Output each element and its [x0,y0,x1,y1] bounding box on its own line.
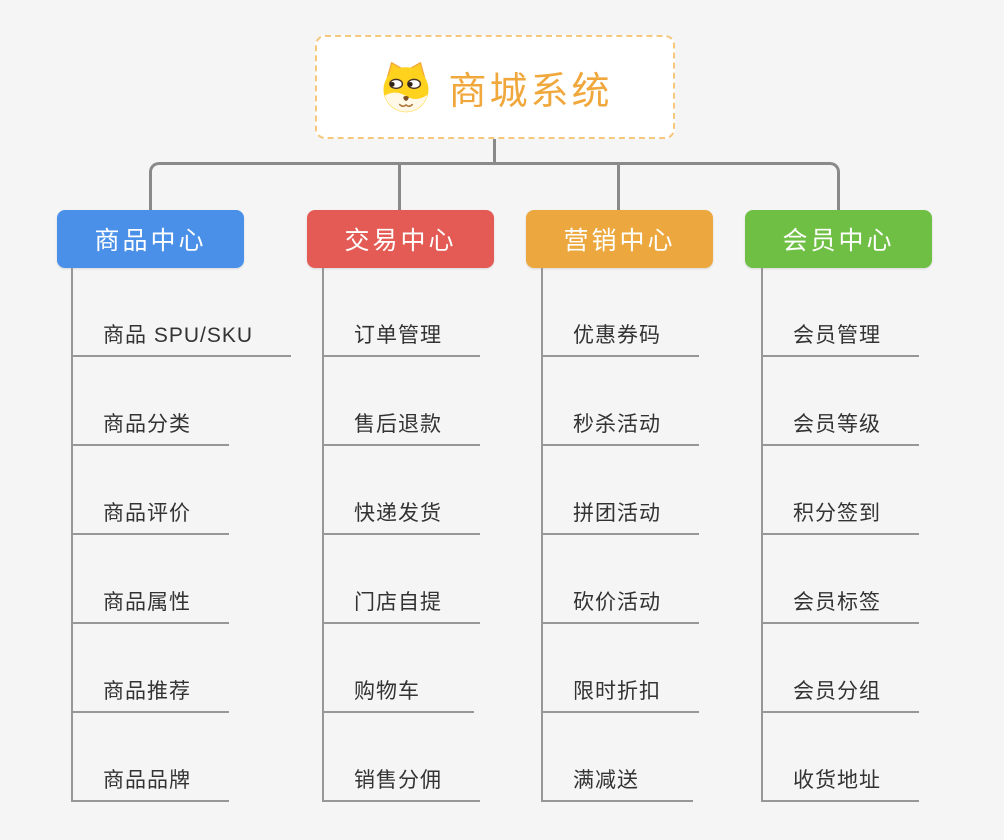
branch-header-marketing-center[interactable]: 营销中心 [526,210,713,268]
branch-header-product-center[interactable]: 商品中心 [57,210,244,268]
branch-header-member-center[interactable]: 会员中心 [745,210,932,268]
mindmap-node[interactable]: 限时折扣 [543,624,699,713]
mindmap-node[interactable]: 售后退款 [324,357,480,446]
mindmap-node[interactable]: 优惠券码 [543,268,699,357]
mindmap-node[interactable]: 商品 SPU/SKU [73,268,292,357]
mindmap-node[interactable]: 订单管理 [324,268,480,357]
mindmap-node[interactable]: 门店自提 [324,535,480,624]
mindmap-node[interactable]: 拼团活动 [543,446,699,535]
mindmap-node[interactable]: 会员等级 [763,357,919,446]
connector-trunk [493,139,496,164]
mindmap-node[interactable]: 商品分类 [73,357,229,446]
mindmap-node[interactable]: 积分签到 [763,446,919,535]
connector-stub-marketing [617,163,620,210]
mindmap-node[interactable]: 收货地址 [763,713,919,802]
root-node[interactable]: 商城系统 [315,35,675,139]
mindmap-node[interactable]: 秒杀活动 [543,357,699,446]
connector-bus [149,162,840,210]
root-title: 商城系统 [448,70,613,113]
branch-children-marketing-center: 优惠券码 秒杀活动 拼团活动 砍价活动 限时折扣 满减送 [541,268,699,802]
branch-children-trade-center: 订单管理 售后退款 快递发货 门店自提 购物车 销售分佣 [322,268,480,802]
mindmap-node[interactable]: 会员管理 [763,268,919,357]
mindmap-node[interactable]: 商品品牌 [73,713,229,802]
branch-header-trade-center[interactable]: 交易中心 [307,210,494,268]
branch-children-member-center: 会员管理 会员等级 积分签到 会员标签 会员分组 收货地址 [761,268,919,802]
mindmap-node[interactable]: 购物车 [324,624,474,713]
mindmap-node[interactable]: 会员分组 [763,624,919,713]
mindmap-node[interactable]: 会员标签 [763,535,919,624]
mindmap-node[interactable]: 快递发货 [324,446,480,535]
mindmap-node[interactable]: 砍价活动 [543,535,699,624]
mindmap-node[interactable]: 销售分佣 [324,713,480,802]
mindmap-node[interactable]: 满减送 [543,713,693,802]
mindmap-node[interactable]: 商品评价 [73,446,229,535]
dog-face-icon [377,60,435,114]
branch-children-product-center: 商品 SPU/SKU 商品分类 商品评价 商品属性 商品推荐 商品品牌 [71,268,292,802]
mindmap-node[interactable]: 商品属性 [73,535,229,624]
mindmap-node[interactable]: 商品推荐 [73,624,229,713]
connector-stub-trade [398,163,401,210]
